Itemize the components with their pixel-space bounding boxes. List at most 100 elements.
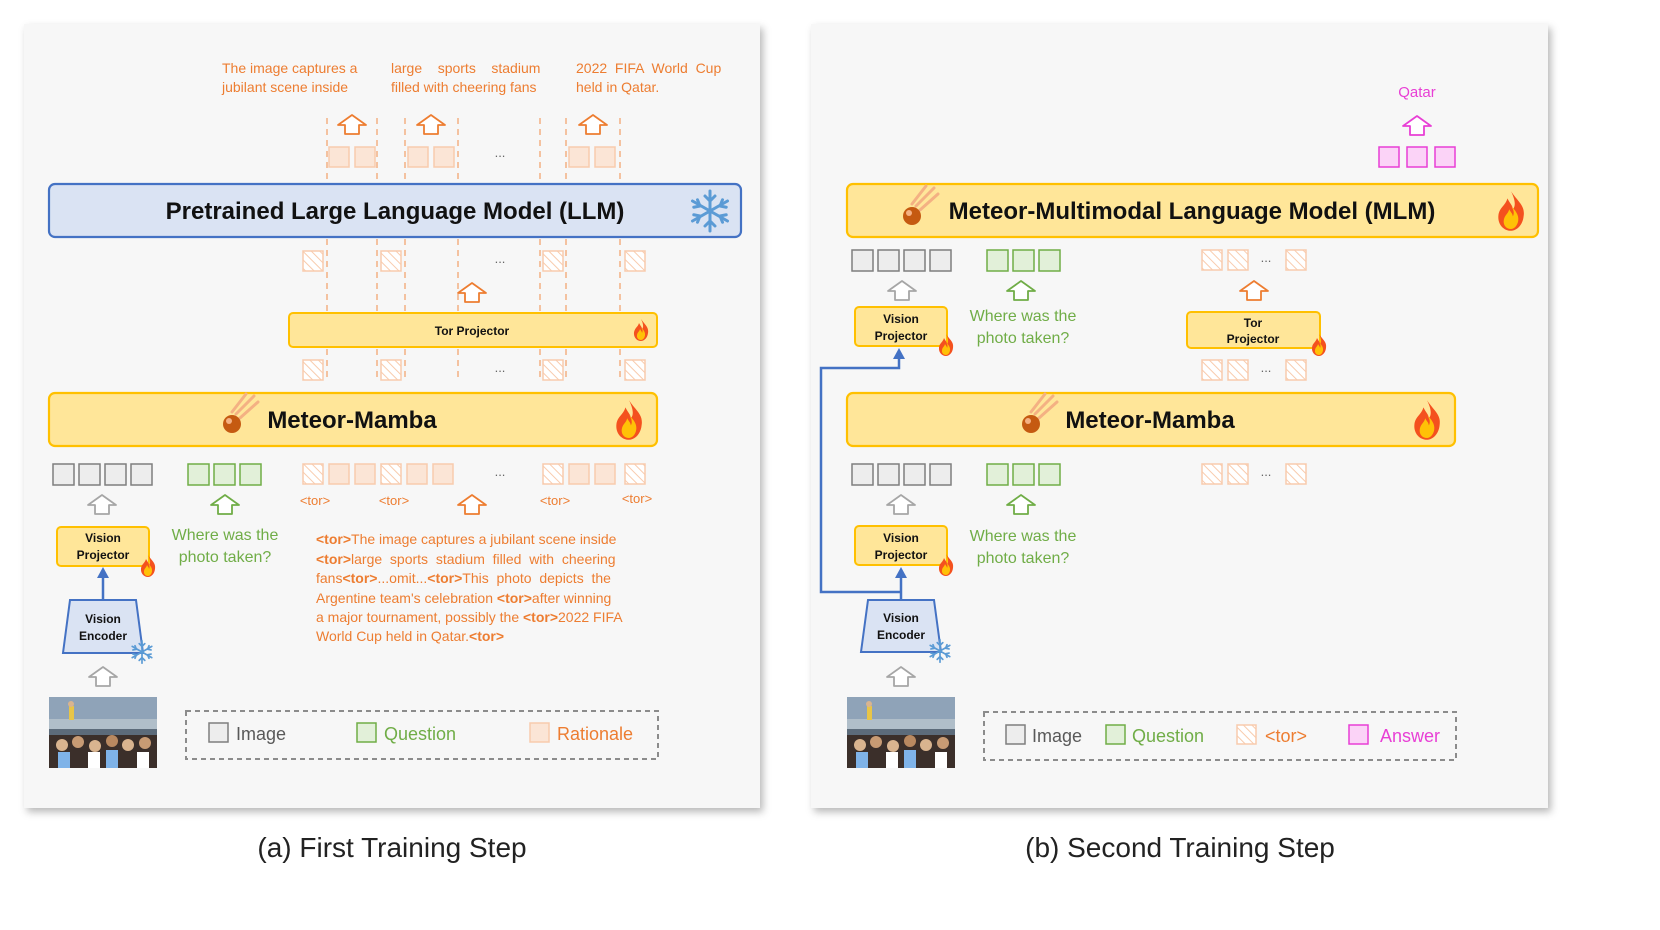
meteor-mamba-label: Meteor-Mamba (1065, 407, 1235, 434)
vision-encoder-block: Vision Encoder (859, 599, 951, 664)
projected-tor-tokens (302, 250, 646, 272)
meteor-mamba-block: Meteor-Mamba (845, 391, 1457, 448)
tor-input-tokens (1201, 463, 1307, 485)
vision-projector-line1: Vision (85, 531, 121, 545)
vision-projector-line2: Projector (77, 548, 130, 562)
tor-projector-block: Tor Projector (288, 312, 658, 348)
caption-first-step: (a) First Training Step (257, 832, 526, 863)
vision-projector-line2: Projector (875, 548, 928, 562)
llm-block: Pretrained Large Language Model (LLM) (47, 182, 743, 239)
rationale-line-4: Argentine team's celebration <tor>after … (316, 590, 611, 606)
legend-swatch-answer (1348, 724, 1369, 745)
image-tokens (52, 463, 153, 486)
vision-projector-line1: Vision (883, 312, 919, 326)
photo-thumbnail (49, 697, 157, 768)
rationale-text-3b: held in Qatar. (576, 79, 659, 95)
mlm-block: Meteor-Multimodal Language Model (MLM) (845, 182, 1540, 239)
legend-label-answer: Answer (1380, 726, 1440, 746)
ellipsis: ... (495, 360, 506, 375)
rationale-line-2: <tor>large sports stadium filled with ch… (316, 551, 616, 567)
vision-projector-line1: Vision (883, 531, 919, 545)
rationale-line-1: <tor>The image captures a jubilant scene… (316, 531, 617, 547)
caption-second-step: (b) Second Training Step (1025, 832, 1335, 863)
ellipsis: ... (1261, 250, 1272, 265)
tor-projector-label: Tor Projector (435, 324, 510, 338)
rationale-line-3: fans<tor>...omit...<tor>This photo depic… (316, 570, 611, 586)
mamba-tor-tokens (1201, 359, 1307, 381)
rationale-text-1a: The image captures a (222, 60, 358, 76)
legend-label-question: Question (1132, 726, 1204, 746)
arrow-head-icon (97, 567, 109, 578)
meteor-mamba-label: Meteor-Mamba (267, 407, 437, 434)
rationale-text-1b: jubilant scene inside (221, 79, 348, 95)
question-line1: Where was the (172, 527, 279, 544)
rationale-text-2a: large sports stadium (391, 60, 540, 76)
legend-label-tor: <tor> (1265, 726, 1307, 746)
vision-projector-line2: Projector (875, 329, 928, 343)
question-tokens (986, 249, 1061, 272)
legend-label-question: Question (384, 724, 456, 744)
question-line1: Where was the (970, 528, 1077, 545)
vision-encoder-line1: Vision (883, 611, 919, 625)
tor-token-labels: <tor> <tor> <tor> <tor> (300, 491, 652, 508)
photo-thumbnail (847, 697, 955, 768)
question-line2: photo taken? (179, 549, 272, 566)
rationale-paragraph: <tor>The image captures a jubilant scene… (316, 531, 623, 644)
vision-projector-block-lower: Vision Projector (854, 525, 954, 576)
arrow-head-icon (895, 567, 907, 578)
ellipsis: ... (1261, 464, 1272, 479)
vision-encoder-line1: Vision (85, 612, 121, 626)
ellipsis: ... (495, 145, 506, 160)
tor-projector-line2: Projector (1227, 332, 1280, 346)
legend-swatch-image (1005, 724, 1026, 745)
meteor-mamba-block: Meteor-Mamba (47, 391, 659, 448)
generated-rationale-texts: The image captures a jubilant scene insi… (221, 60, 721, 95)
panel-second-training-step: Qatar Meteor-Multimodal Language Model (… (811, 24, 1548, 808)
output-rationale-tokens (328, 146, 616, 168)
vision-encoder-line2: Encoder (79, 629, 127, 643)
panel-first-training-step: The image captures a jubilant scene insi… (24, 24, 760, 808)
ellipsis: ... (495, 251, 506, 266)
legend-swatch-question (356, 722, 377, 743)
ellipsis: ... (1261, 360, 1272, 375)
question-line1: Where was the (970, 308, 1077, 325)
image-tokens (851, 249, 952, 272)
legend-second-step: Image Question <tor> Answer (983, 711, 1457, 761)
legend-swatch-tor (1236, 724, 1257, 745)
rationale-input-tokens (302, 463, 646, 485)
answer-tokens (1378, 146, 1456, 168)
vision-encoder-block: Vision Encoder (61, 599, 153, 665)
mlm-label: Meteor-Multimodal Language Model (MLM) (949, 198, 1436, 225)
legend-label-image: Image (236, 724, 286, 744)
tor-tokens (1201, 249, 1307, 271)
question-line2: photo taken? (977, 330, 1070, 347)
legend-swatch-question (1105, 724, 1126, 745)
tor-projector-line1: Tor (1244, 316, 1263, 330)
rationale-text-3a: 2022 FIFA World Cup (576, 60, 721, 76)
rationale-line-5: a major tournament, possibly the <tor>20… (316, 609, 623, 625)
bypass-connector (819, 357, 901, 594)
tor-label: <tor> (379, 493, 409, 508)
tor-projector-block: Tor Projector (1186, 311, 1327, 356)
tor-label: <tor> (300, 493, 330, 508)
legend-first-step: Image Question Rationale (185, 710, 659, 760)
vision-projector-block: Vision Projector (56, 526, 156, 577)
question-tokens (187, 463, 262, 486)
legend-label-rationale: Rationale (557, 724, 633, 744)
tor-label: <tor> (540, 493, 570, 508)
legend-swatch-rationale (529, 722, 550, 743)
vision-projector-block-upper: Vision Projector (854, 306, 954, 356)
llm-label: Pretrained Large Language Model (LLM) (166, 198, 625, 225)
mamba-tor-tokens (302, 359, 646, 381)
ellipsis: ... (495, 464, 506, 479)
rationale-text-2b: filled with cheering fans (391, 79, 537, 95)
image-tokens (851, 463, 952, 486)
answer-text: Qatar (1398, 84, 1436, 101)
question-tokens (986, 463, 1061, 486)
vision-encoder-line2: Encoder (877, 628, 925, 642)
arrow-head-icon (893, 348, 905, 359)
rationale-line-6: World Cup held in Qatar.<tor> (316, 628, 504, 644)
question-line2: photo taken? (977, 550, 1070, 567)
legend-label-image: Image (1032, 726, 1082, 746)
